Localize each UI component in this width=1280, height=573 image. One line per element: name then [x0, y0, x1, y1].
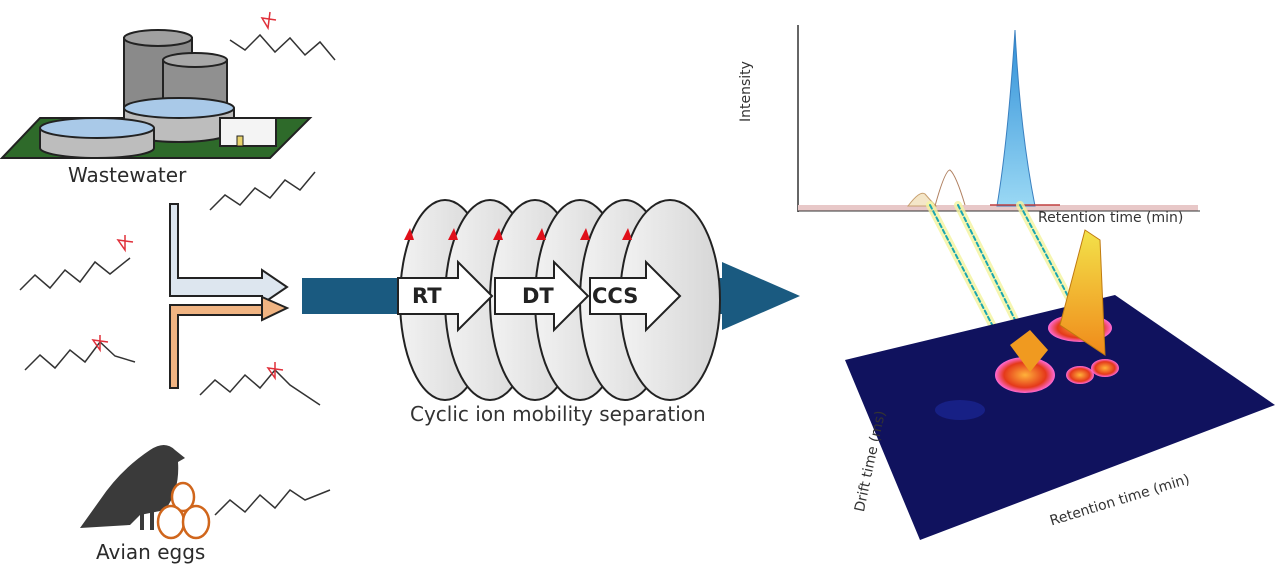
- wastewater-arrow: [169, 203, 289, 306]
- eggs-arrow: [169, 295, 290, 389]
- chromatogram-chart: [797, 25, 1200, 212]
- avian-eggs-label: Avian eggs: [96, 540, 206, 564]
- minor-peak-2: [934, 169, 966, 207]
- surface-plot: [845, 229, 1275, 540]
- blob-3: [1091, 359, 1119, 377]
- step-arrows: [397, 259, 682, 333]
- process-title: Cyclic ion mobility separation: [410, 402, 706, 426]
- wastewater-plant-icon: [0, 29, 313, 159]
- molecule-icon: [19, 33, 336, 516]
- molecule-highlight-icon: [91, 11, 284, 381]
- step-ccs-label: CCS: [592, 284, 639, 308]
- bird-icon: [80, 445, 185, 530]
- chromatogram-ylabel: Intensity: [738, 61, 754, 122]
- ion-direction-icon: [404, 228, 632, 240]
- blob-1: [995, 357, 1055, 393]
- spike-peak: [1059, 229, 1106, 356]
- eggs-icon: [156, 481, 211, 540]
- blob-2: [1066, 366, 1094, 384]
- step-rt-label: RT: [412, 284, 442, 308]
- step-dt-label: DT: [522, 284, 554, 308]
- projection-beams: [926, 201, 1074, 344]
- major-peak: [996, 29, 1036, 207]
- chromatogram-xlabel: Retention time (min): [1038, 210, 1184, 226]
- wastewater-label: Wastewater: [68, 163, 187, 187]
- cone-peak: [1010, 330, 1048, 372]
